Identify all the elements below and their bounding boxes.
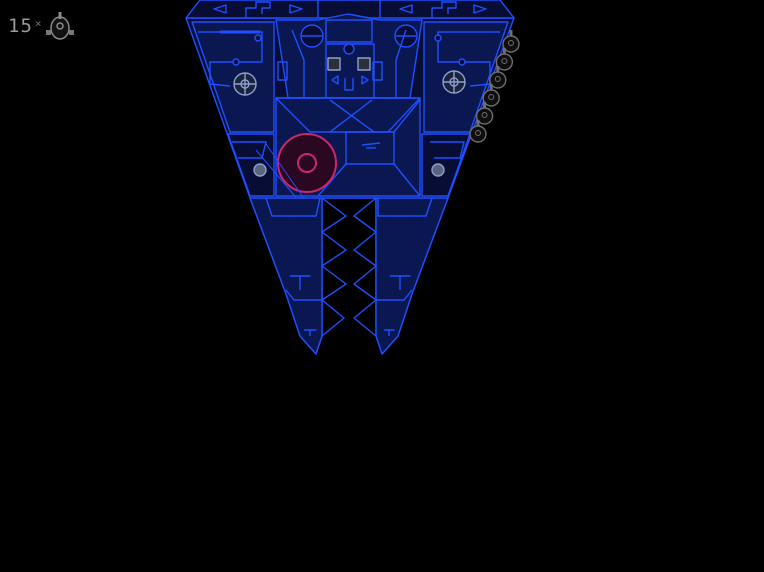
gear-icon	[253, 163, 267, 177]
gear-icon	[233, 72, 257, 96]
enemy-ship	[469, 120, 487, 143]
enemy-ship	[482, 84, 500, 107]
boss-core	[277, 133, 337, 193]
right-teeth	[353, 197, 377, 337]
gear-icon	[431, 163, 445, 177]
enemy-ship	[495, 48, 514, 71]
enemy-ship	[502, 30, 520, 53]
ship-icon	[45, 12, 74, 40]
boss-mothership	[185, 0, 515, 355]
enemy-squadron	[469, 30, 520, 143]
enemy-ship	[475, 102, 494, 125]
boss-core-eye	[297, 153, 317, 173]
hud: 15 ×	[8, 12, 75, 40]
gear-icon	[442, 70, 466, 94]
enemy-ship	[489, 66, 507, 89]
lives-count: 15	[8, 15, 33, 37]
left-wing-panel	[191, 21, 275, 133]
lives-multiplier: ×	[34, 16, 42, 30]
left-teeth	[321, 197, 347, 337]
